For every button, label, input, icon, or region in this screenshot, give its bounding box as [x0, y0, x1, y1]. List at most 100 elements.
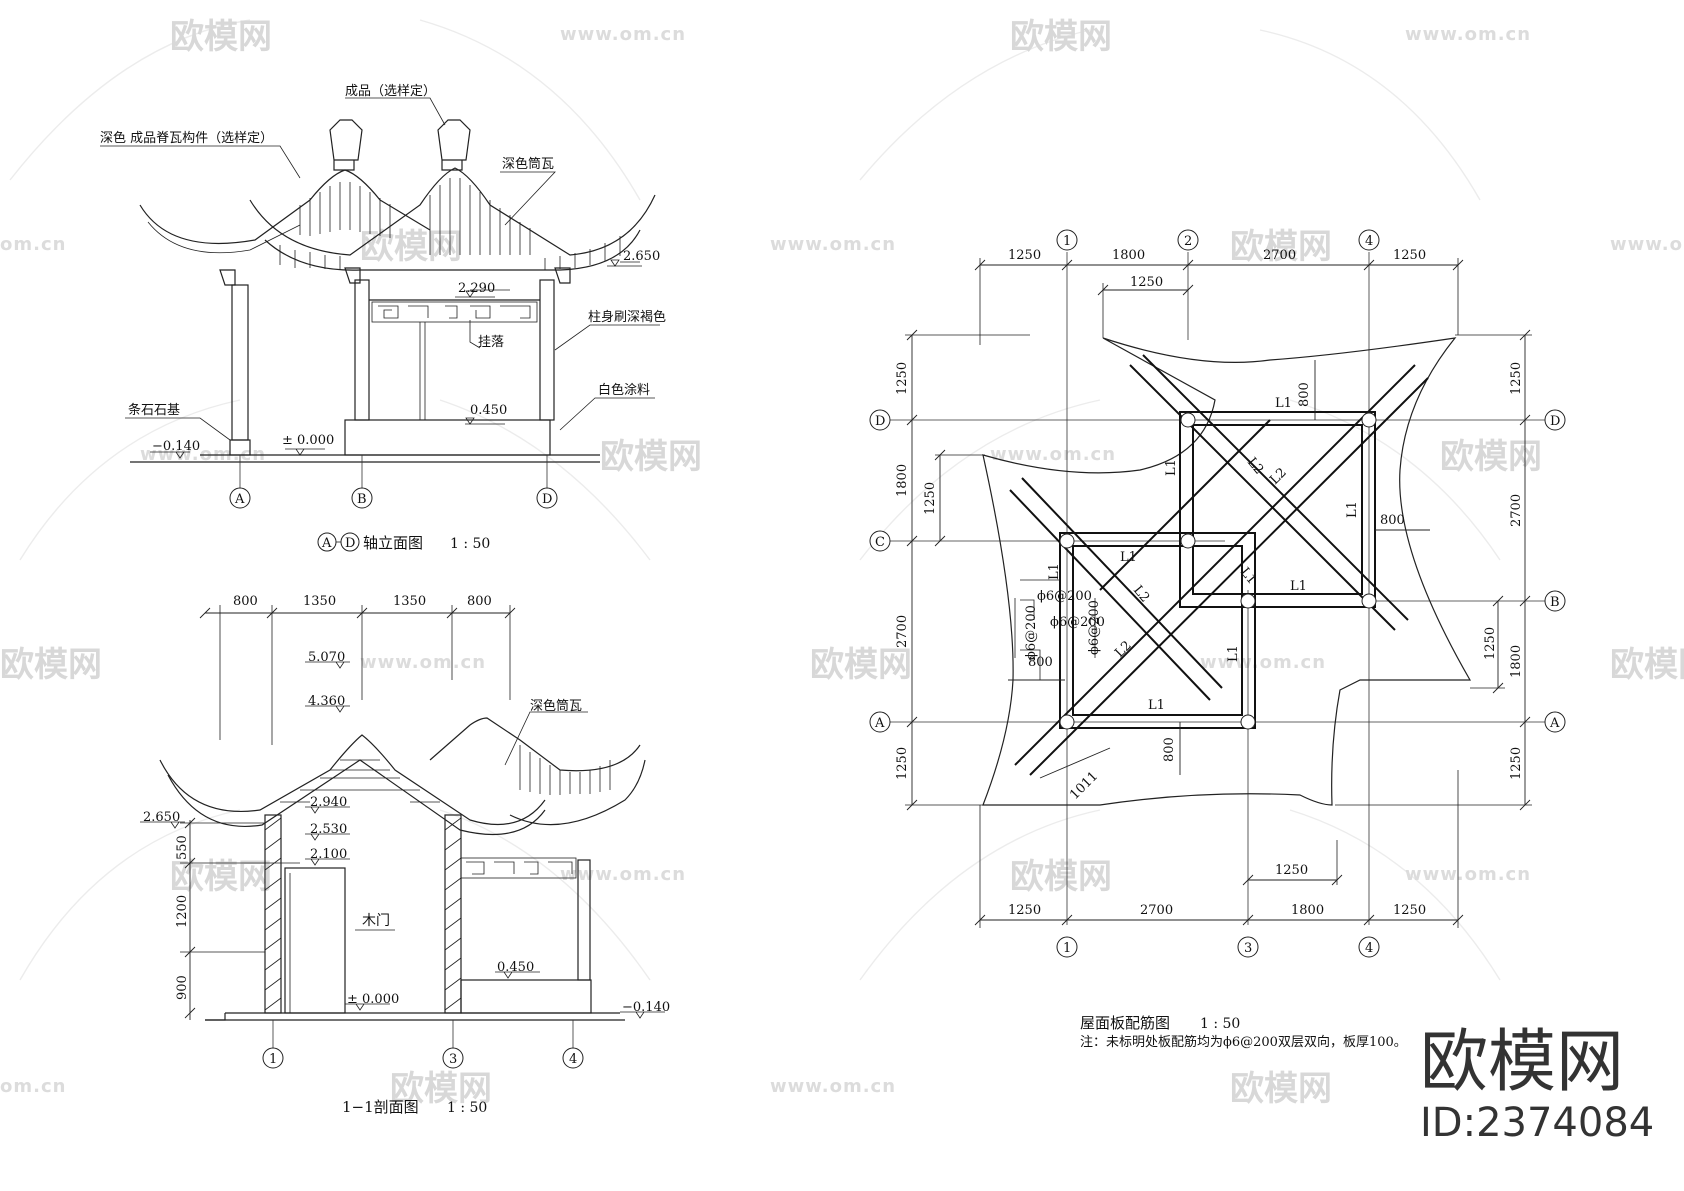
dim-1011: 1011 [1067, 769, 1101, 803]
dim-right: 1250 [1509, 362, 1524, 395]
watermark-url: www.om.cn [360, 652, 486, 673]
dim-top: 800 [467, 594, 492, 609]
label-ridge: 深色 成品脊瓦构件（选样定） [100, 130, 273, 146]
rebar-label: ϕ6@200 [1024, 605, 1039, 660]
label-finial: 成品（选样定） [345, 84, 436, 99]
axis-label: D [1550, 414, 1560, 429]
section-title: 1−1剖面图 [342, 1098, 419, 1116]
column [354, 279, 370, 421]
rebar-label: ϕ6@200 [1050, 615, 1105, 630]
axis-label: A [1549, 716, 1560, 731]
axis-bubble [536, 487, 558, 509]
beam-label-l1: L1 [1148, 698, 1165, 713]
dim-left: 1250 [895, 362, 910, 395]
dim-bottom-inner: 1250 [1275, 863, 1308, 878]
section-drawing [140, 605, 665, 1048]
plan-title: 屋面板配筋图 [1080, 1014, 1170, 1032]
roof-front [249, 167, 656, 256]
axis-bubble [262, 1047, 284, 1069]
dim-right-inner: 1250 [1483, 627, 1498, 660]
title-axis-d: D [345, 536, 355, 551]
watermark-brand: 欧模网 [390, 1069, 492, 1109]
level-5070: 5.070 [308, 650, 345, 665]
watermark-brand: 欧模网 [1010, 857, 1112, 897]
watermark-url: www.om.cn [1610, 234, 1684, 255]
platform [344, 419, 551, 456]
dim-left: 1200 [175, 895, 190, 928]
axis-label: B [357, 492, 367, 507]
diagonal-beam [1009, 477, 1223, 701]
dim-right: 1800 [1509, 645, 1524, 678]
watermark-arcs [9, 19, 1501, 981]
watermark-brand: 欧模网 [0, 645, 102, 685]
beam-label-l2: L2 [1130, 583, 1152, 606]
column [539, 279, 555, 421]
watermark-brand: 欧模网 [1610, 645, 1684, 685]
watermark-url: www.om.cn [1405, 864, 1531, 885]
level-2940: 2.940 [310, 795, 347, 810]
axis-label: 4 [569, 1052, 577, 1067]
title-axis-a: A [321, 536, 332, 551]
finial [437, 119, 471, 171]
dim-left-inner: 1250 [923, 482, 938, 515]
plan-note: 注：未标明处板配筋均为ϕ6@200双层双向，板厚100。 [1080, 1034, 1407, 1050]
plan-labels: 1 2 4 1 3 4 D C A D B A 1250 1800 2700 1… [869, 229, 1566, 1050]
level-2530: 2.530 [310, 822, 347, 837]
axis-label: 1 [1063, 234, 1071, 249]
level-4360: 4.360 [308, 694, 345, 709]
axis-bubble [562, 1047, 584, 1069]
watermark-url: om.cn [0, 234, 66, 255]
diagonal-beam [1129, 354, 1409, 631]
dim-top: 1250 [1393, 248, 1426, 263]
axis-bubble [869, 530, 891, 552]
beam-label-l1: L1 [1275, 396, 1292, 411]
axis-label: A [874, 716, 885, 731]
dim-right: 2700 [1509, 494, 1524, 527]
column-node [1361, 412, 1377, 428]
wall-section [444, 814, 462, 1014]
column-node [1240, 593, 1256, 609]
level-zero: ± 0.000 [282, 433, 334, 448]
watermark-layer: 欧模网 www.om.cn 欧模网 www.om.cn om.cn 欧模网 ww… [0, 17, 1684, 1109]
dim-top: 1350 [303, 594, 336, 609]
roof-back [139, 169, 431, 245]
label-paint: 白色涂料 [598, 382, 650, 398]
axis-label: 3 [449, 1052, 457, 1067]
axis-label: D [542, 492, 552, 507]
label-tile: 深色筒瓦 [530, 698, 582, 714]
axis-bubble [1358, 936, 1380, 958]
section-roof-front [159, 734, 546, 826]
axis-label: 3 [1244, 941, 1252, 956]
axis-label: C [875, 535, 885, 550]
dim-left: 900 [175, 975, 190, 1000]
level-0450: 0.450 [470, 403, 507, 418]
label-hanging: 挂落 [478, 335, 504, 350]
label-tile: 深色筒瓦 [502, 156, 554, 172]
dim-bottom: 2700 [1140, 903, 1173, 918]
column [231, 284, 249, 441]
column-node [1180, 412, 1196, 428]
dim-top: 1800 [1112, 248, 1145, 263]
axis-bubble [1056, 229, 1078, 251]
dim-bottom: 1250 [1393, 903, 1426, 918]
watermark-url: www.om.cn [560, 24, 686, 45]
elevation-scale: 1 : 50 [450, 536, 490, 552]
elevation-labels: 成品（选样定） 深色 成品脊瓦构件（选样定） 深色筒瓦 2.650 2.290 … [100, 84, 666, 552]
watermark-url: www.om.cn [560, 864, 686, 885]
beam-label-l1: L1 [1120, 550, 1137, 565]
rebar-label: ϕ6@200 [1037, 589, 1092, 604]
axis-bubble [1237, 936, 1259, 958]
dim-top: 800 [233, 594, 258, 609]
finial [329, 119, 363, 171]
dim-left: 1800 [895, 464, 910, 497]
axis-bubble [1544, 409, 1566, 431]
watermark-brand: 欧模网 [1230, 227, 1332, 267]
axis-bubble [442, 1047, 464, 1069]
dim-left: 1250 [895, 747, 910, 780]
plan-scale: 1 : 50 [1200, 1016, 1240, 1032]
axis-bubble [351, 487, 373, 509]
level-0450: 0.450 [497, 960, 534, 975]
dim-top: 1250 [1008, 248, 1041, 263]
watermark-brand: 欧模网 [360, 227, 462, 267]
